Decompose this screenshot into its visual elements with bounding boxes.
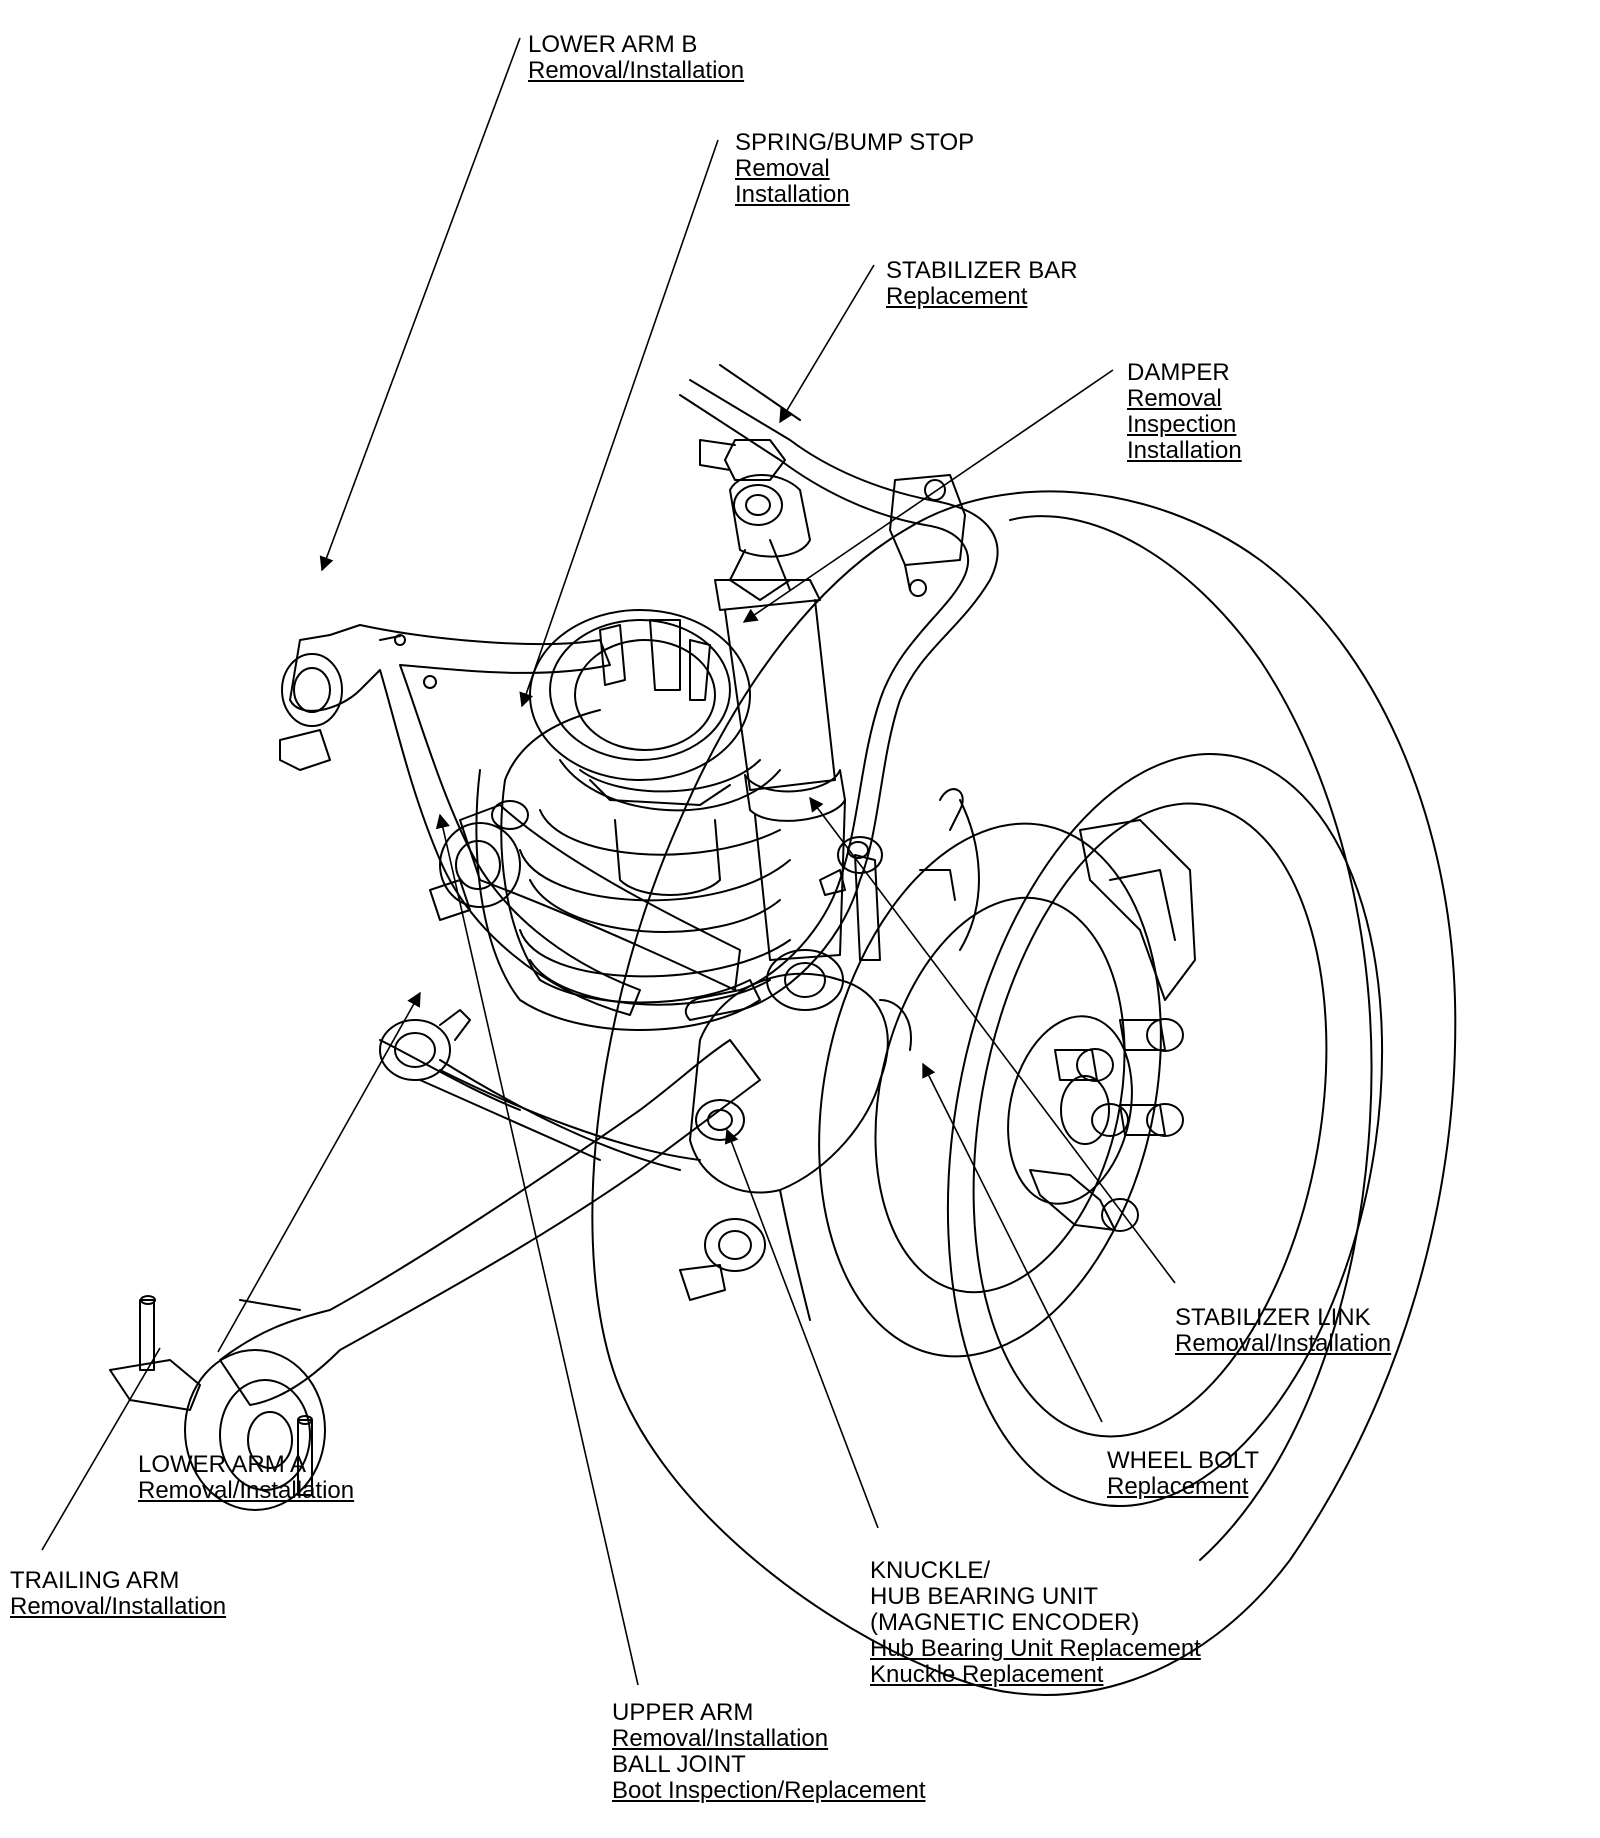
callout-title-upper-arm: UPPER ARM (612, 1699, 754, 1726)
callout-title: LOWER ARM A (138, 1451, 307, 1478)
callout-damper: DAMPER Removal Inspection Installation (1127, 360, 1242, 464)
callout-title: STABILIZER BAR (886, 257, 1078, 284)
callout-spring-bump-stop: SPRING/BUMP STOP Removal Installation (735, 130, 974, 208)
callout-link-replacement[interactable]: Replacement (886, 283, 1028, 310)
callout-link-removal-installation[interactable]: Removal/Installation (1175, 1330, 1392, 1357)
callout-link-removal[interactable]: Removal (1127, 385, 1222, 412)
upper-arm (429, 800, 741, 991)
damper (714, 474, 846, 1011)
callout-trailing-arm: TRAILING ARM Removal/Installation (10, 1568, 226, 1620)
callout-upper-arm-ball-joint: UPPER ARM Removal/Installation BALL JOIN… (612, 1700, 926, 1804)
lower-arm-a-bushing (379, 1009, 701, 1161)
stabilizer-bushing (889, 474, 966, 566)
callout-link-installation[interactable]: Installation (735, 181, 850, 208)
callout-link-replacement[interactable]: Replacement (1107, 1473, 1249, 1500)
callout-lower-arm-a: LOWER ARM A Removal/Installation (138, 1452, 354, 1504)
callout-link-removal-installation[interactable]: Removal/Installation (138, 1477, 355, 1504)
callout-link-removal-installation[interactable]: Removal/Installation (612, 1725, 829, 1752)
wheel-rim (946, 753, 1384, 1507)
callout-stabilizer-link: STABILIZER LINK Removal/Installation (1175, 1305, 1391, 1357)
stabilizer-bar (679, 379, 999, 1021)
tire-inner-edge (1009, 515, 1373, 1561)
callout-link-knuckle-replacement[interactable]: Knuckle Replacement (870, 1661, 1104, 1688)
leader-upper-arm (435, 813, 639, 1686)
spring-seat (475, 709, 761, 1031)
trailing-arm-bushing (109, 1295, 326, 1511)
lower-arm-b (279, 624, 641, 1016)
knuckle (679, 972, 912, 1321)
callout-link-inspection[interactable]: Inspection (1127, 411, 1237, 438)
leader-trailing-arm (41, 1347, 161, 1551)
callout-link-installation[interactable]: Installation (1127, 437, 1242, 464)
callout-title-line-2: HUB BEARING UNIT (870, 1583, 1099, 1610)
leader-stabilizer-link (809, 796, 1176, 1284)
callout-title: WHEEL BOLT (1107, 1447, 1260, 1474)
wheel-rim-inner (972, 802, 1328, 1438)
leader-stabilizer-bar (779, 264, 875, 424)
callout-stabilizer-bar: STABILIZER BAR Replacement (886, 258, 1078, 310)
callout-link-removal-installation[interactable]: Removal/Installation (528, 57, 745, 84)
leader-lower-arm-a (217, 991, 421, 1353)
callout-link-removal[interactable]: Removal (735, 155, 830, 182)
callout-title-line-1: KNUCKLE/ (870, 1557, 991, 1584)
callout-title: STABILIZER LINK (1175, 1304, 1371, 1331)
callout-link-hub-bearing-unit-replacement[interactable]: Hub Bearing Unit Replacement (870, 1635, 1201, 1662)
callout-link-removal-installation[interactable]: Removal/Installation (10, 1593, 227, 1620)
brake-disc (818, 822, 1162, 1358)
brake-hose (959, 799, 980, 951)
callout-lower-arm-b: LOWER ARM B Removal/Installation (528, 32, 744, 84)
brake-caliper (1079, 819, 1196, 1001)
wheel-bolts (1029, 1018, 1184, 1232)
callout-link-boot-inspection-replacement[interactable]: Boot Inspection/Replacement (612, 1777, 926, 1804)
leader-lines (41, 37, 1176, 1686)
tire-outline (591, 490, 1457, 1696)
brake-disc-inner (874, 896, 1126, 1294)
stabilizer-link (819, 788, 964, 961)
callout-title-line-3: (MAGNETIC ENCODER) (870, 1609, 1140, 1636)
leader-lower-arm-b (319, 37, 521, 572)
leader-knuckle-hub (724, 1128, 879, 1529)
leader-wheel-bolt (922, 1062, 1103, 1423)
callout-wheel-bolt: WHEEL BOLT Replacement (1107, 1448, 1259, 1500)
callout-title: DAMPER (1127, 359, 1230, 386)
callout-title: LOWER ARM B (528, 31, 698, 58)
callout-title-ball-joint: BALL JOINT (612, 1751, 746, 1778)
leader-spring-bump-stop (519, 139, 719, 708)
hub-center (1060, 1075, 1110, 1145)
callout-title: SPRING/BUMP STOP (735, 129, 975, 156)
callout-title: TRAILING ARM (10, 1567, 180, 1594)
leader-damper (742, 369, 1114, 623)
callout-knuckle-hub-bearing: KNUCKLE/ HUB BEARING UNIT (MAGNETIC ENCO… (870, 1558, 1201, 1688)
